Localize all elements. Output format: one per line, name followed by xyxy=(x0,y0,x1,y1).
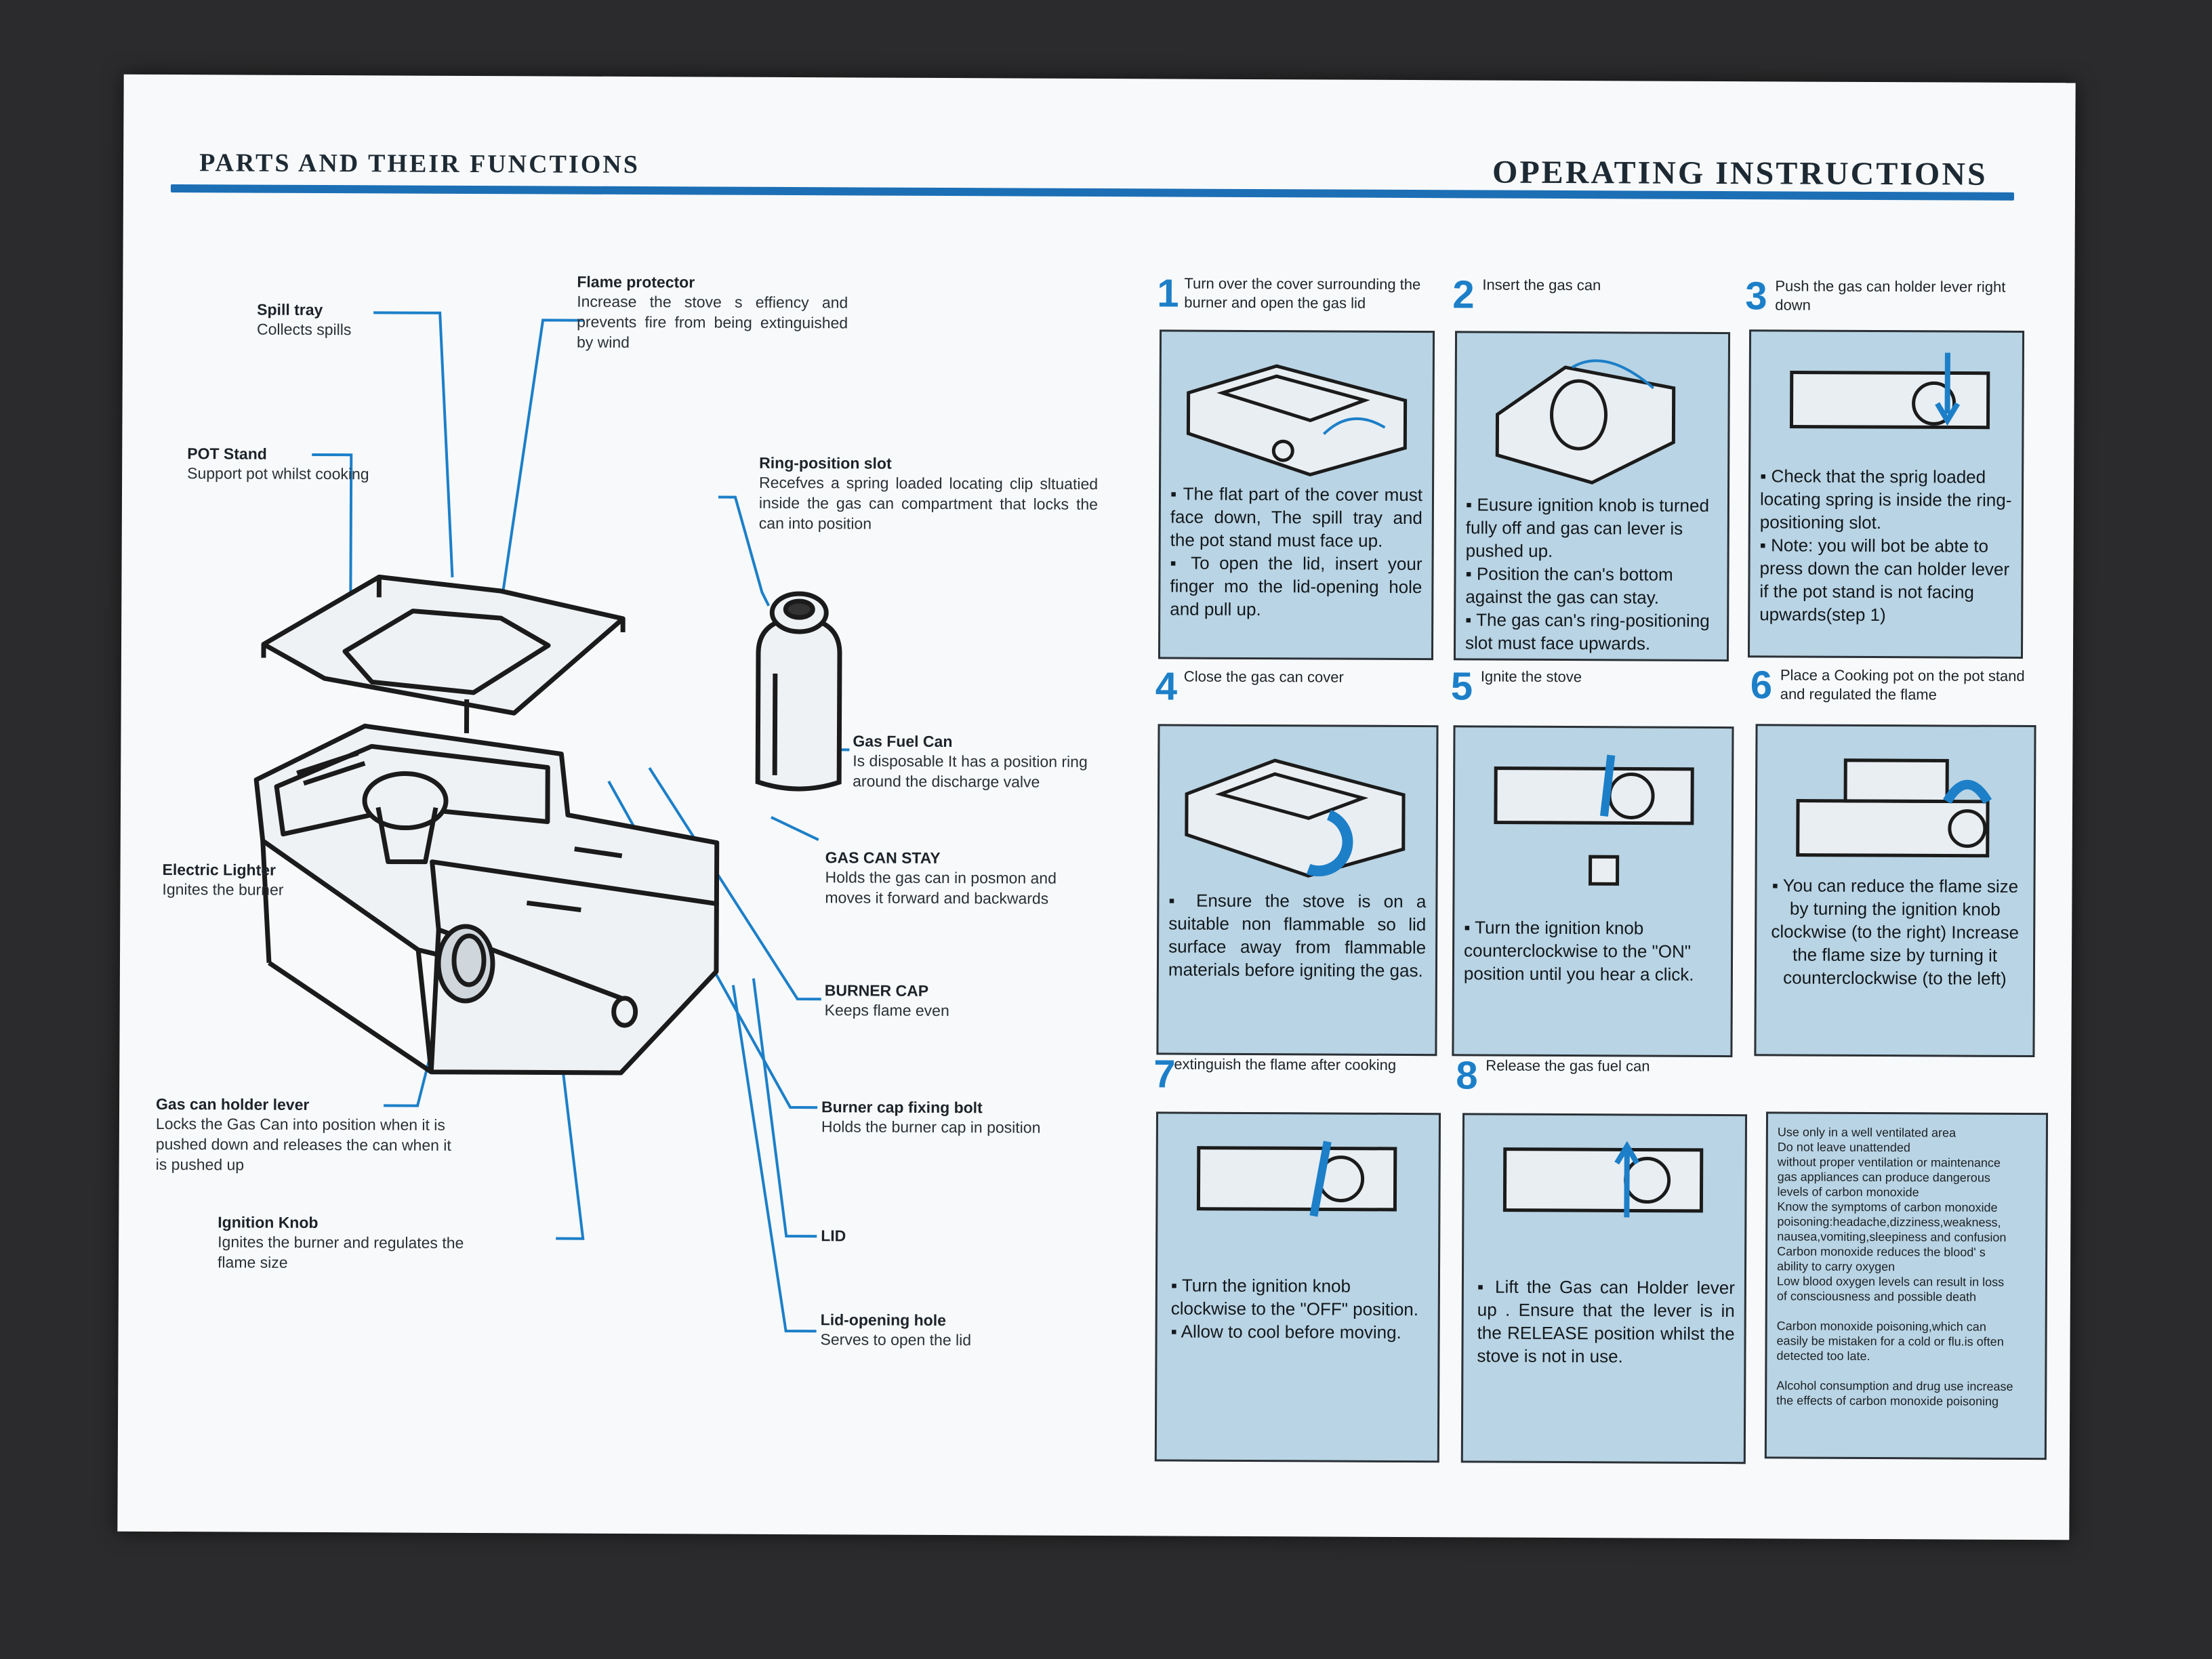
step-2-illustration xyxy=(1495,359,1676,485)
step-1-illustration xyxy=(1186,364,1408,476)
gas-can-svg xyxy=(755,591,842,792)
step-2-bullet-1: ▪ Eusure ignition knob is turned fully o… xyxy=(1465,494,1710,561)
step-1-bullet-1: ▪ The flat part of the cover must face d… xyxy=(1170,483,1423,551)
step-3-header: 3 Push the gas can holder lever right do… xyxy=(1745,274,2006,319)
step-2-header: 2 Insert the gas can xyxy=(1452,272,1601,317)
step-3-panel: ▪ Check that the sprig loaded locating s… xyxy=(1747,329,2025,659)
step-8-panel: ▪ Lift the Gas can Holder lever up . Ens… xyxy=(1460,1113,1748,1465)
step-5-bullet-1: ▪ Turn the ignition knob counterclockwis… xyxy=(1463,917,1694,985)
part-lid: LID xyxy=(821,1227,846,1245)
step-6-illustration xyxy=(1796,758,1992,858)
step-5-header: 5 Ignite the stove xyxy=(1450,664,1582,709)
step-4-panel: ▪ Ensure the stove is on a suitable non … xyxy=(1156,724,1439,1057)
step-1-header: 1 Turn over the cover surrounding the bu… xyxy=(1157,271,1421,316)
step-6-bullet-1: ▪ You can reduce the flame size by turni… xyxy=(1771,875,2020,989)
step-3-bullet-2: ▪ Note: you will bot be abte to press do… xyxy=(1759,535,2010,626)
step-8-header: 8 Release the gas fuel can xyxy=(1456,1053,1650,1098)
stove-illustration xyxy=(241,550,867,1152)
step-1-panel: ▪ The flat part of the cover must face d… xyxy=(1158,329,1435,661)
gas-can-illustration xyxy=(744,579,853,806)
step-8-bullet-1: ▪ Lift the Gas can Holder lever up . Ens… xyxy=(1477,1276,1735,1367)
step-7-bullet-1: ▪ Turn the ignition knob clockwise to th… xyxy=(1170,1275,1419,1320)
manual-sheet: PARTS AND THEIR FUNCTIONS OPERATING INST… xyxy=(117,74,2076,1540)
leader-lines xyxy=(124,75,2076,1333)
step-6-header: 6 Place a Cooking pot on the pot stand a… xyxy=(1750,663,2025,708)
stove-drawing-svg xyxy=(253,574,720,1076)
step-3-bullet-1: ▪ Check that the sprig loaded locating s… xyxy=(1759,466,2012,533)
instructions-heading: OPERATING INSTRUCTIONS xyxy=(1492,154,1988,192)
step-1-bullet-2: ▪ To open the lid, insert your finger mo… xyxy=(1170,552,1422,620)
step-2-bullet-2: ▪ Position the can's bottom against the … xyxy=(1465,563,1673,608)
step-7-illustration xyxy=(1196,1141,1397,1217)
step-5-illustration xyxy=(1494,754,1694,886)
step-4-illustration xyxy=(1185,758,1406,878)
step-3-illustration xyxy=(1789,352,1990,430)
step-5-panel: ▪ Turn the ignition knob counterclockwis… xyxy=(1452,725,1734,1058)
step-8-illustration xyxy=(1502,1141,1704,1218)
step-4-header: 4 Close the gas can cover xyxy=(1155,664,1344,709)
step-6-panel: ▪ You can reduce the flame size by turni… xyxy=(1754,724,2036,1058)
step-7-header: 7 extinguish the flame after cooking xyxy=(1153,1052,1397,1097)
step-2-panel: ▪ Eusure ignition knob is turned fully o… xyxy=(1453,331,1731,662)
step-4-bullet-1: ▪ Ensure the stove is on a suitable non … xyxy=(1168,890,1427,981)
step-2-bullet-3: ▪ The gas can's ring-positioning slot mu… xyxy=(1465,609,1710,654)
step-7-bullet-2: ▪ Allow to cool before moving. xyxy=(1170,1321,1401,1343)
step-7-panel: ▪ Turn the ignition knob clockwise to th… xyxy=(1154,1111,1441,1463)
